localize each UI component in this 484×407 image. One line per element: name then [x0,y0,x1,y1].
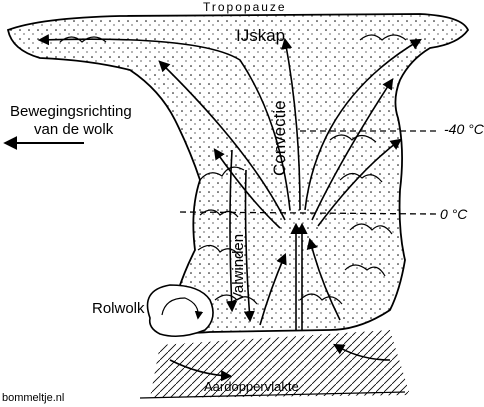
convectie-label: Convectie [270,100,289,176]
anvil-outline [6,13,470,334]
temp-zero-label: 0 °C [440,206,468,222]
movement-label-line2: van de wolk [34,121,114,138]
tropopauze-label: Tropopauze [203,0,287,14]
rolwolk-shape [146,284,214,338]
zero-line [179,211,437,215]
ground-line [139,391,406,399]
movement-label-line1: Bewegingsrichting [10,103,132,120]
ijskap-label: IJskap [236,26,286,45]
rolwolk-label: Rolwolk [92,300,145,317]
downdraft-arrows [169,149,391,382]
credit-label: bommeltje.nl [2,392,65,404]
temp-minus40-label: -40 °C [444,121,484,137]
aardoppervlakte-label: Aardoppervlakte [204,379,299,394]
updraft-arrows [37,34,422,330]
valwinden-label: Valwinden [230,233,247,302]
